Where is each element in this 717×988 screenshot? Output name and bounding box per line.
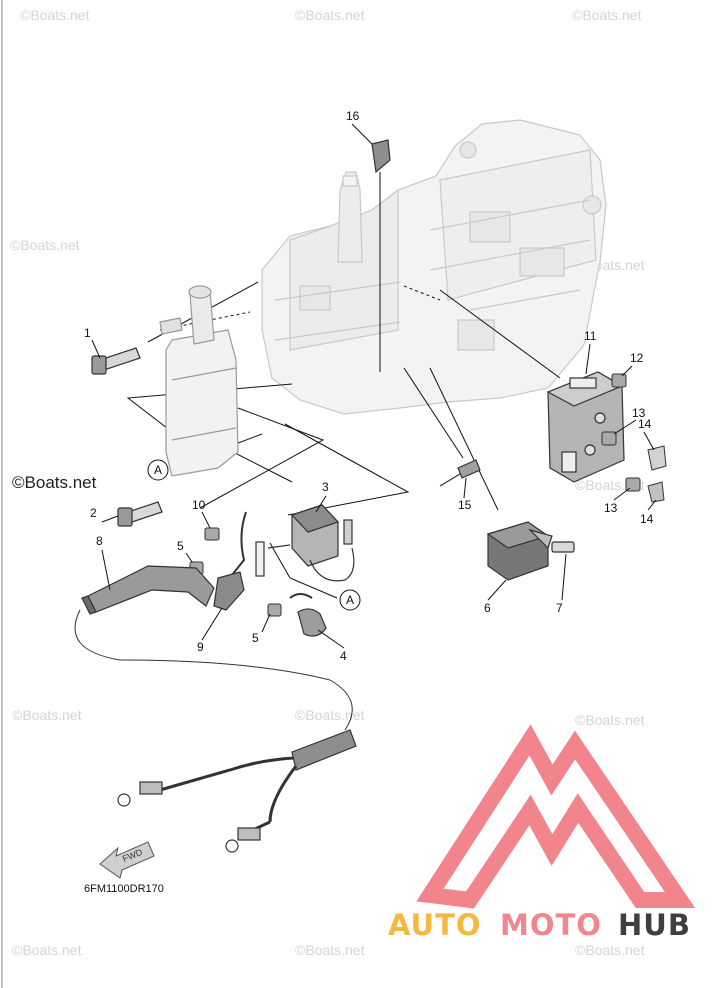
- bolt-1: [91, 347, 141, 375]
- callout-label: 13: [604, 501, 618, 515]
- callout-label: 9: [197, 640, 204, 654]
- brand-part-auto: AUTO: [388, 908, 482, 942]
- brand-wordmark: AUTO MOTO HUB: [388, 908, 691, 942]
- watermark-text-foreground: ©Boats.net: [12, 473, 97, 492]
- watermark-text: ©Boats.net: [575, 942, 645, 958]
- cdi-unit-11: [546, 371, 625, 483]
- brand-part-hub: HUB: [618, 908, 691, 942]
- callout-label: 7: [556, 601, 563, 615]
- callout-label: 3: [322, 480, 329, 494]
- screw-12: [611, 373, 627, 388]
- ground-cable-9: [213, 511, 265, 611]
- watermark-text: ©Boats.net: [20, 7, 90, 23]
- reference-marker-a-right: A: [339, 589, 361, 611]
- callout-leaders: [91, 123, 657, 649]
- engine-block: [261, 119, 607, 415]
- ignition-coil: [159, 285, 239, 477]
- watermark-text: ©Boats.net: [12, 707, 82, 723]
- battery-cable-8: [74, 565, 353, 731]
- connector-4: [289, 593, 327, 637]
- callout-label: 2: [90, 506, 97, 520]
- watermark-text: ©Boats.net: [295, 942, 365, 958]
- diagram-code: 6FM1100DR170: [84, 883, 164, 895]
- brand-part-moto: MOTO: [500, 908, 602, 942]
- callout-label: 5: [252, 631, 259, 645]
- screw-10: [204, 527, 220, 541]
- watermark-text: ©Boats.net: [572, 7, 642, 23]
- brand-logo: [416, 724, 696, 909]
- watermark-text: ©Boats.net: [575, 712, 645, 728]
- callout-label: 8: [96, 534, 103, 548]
- screw-13-upper: [601, 431, 617, 446]
- bolt-2: [117, 501, 163, 527]
- callout-label: 10: [192, 498, 206, 512]
- reference-marker-a-left: A: [147, 459, 169, 481]
- screw-13-lower: [625, 477, 641, 492]
- clamp-15: [439, 459, 481, 487]
- callout-labels: 1 2 3 4 5 5 6 7 8 9 10 11 12 13 13 14 14…: [84, 109, 654, 663]
- callout-label: 11: [584, 329, 597, 343]
- screw-5-lower: [267, 603, 282, 617]
- watermark-text: ©Boats.net: [295, 707, 365, 723]
- connector-16: [371, 139, 391, 180]
- relay-3: [267, 504, 355, 582]
- callout-label: 13: [632, 406, 646, 420]
- callout-label: 6: [484, 601, 491, 615]
- callout-label: 15: [458, 498, 472, 512]
- callout-label: 14: [638, 417, 652, 431]
- callout-label: 16: [346, 109, 360, 123]
- bolt-7: [551, 541, 575, 553]
- reference-marker-label: A: [154, 463, 162, 477]
- watermark-text: ©Boats.net: [10, 237, 80, 253]
- rectifier-6: [486, 521, 553, 581]
- grommet-14-lower: [647, 481, 665, 503]
- forward-arrow: FWD: [99, 841, 155, 879]
- callout-label: 14: [640, 512, 654, 526]
- battery-leads: [117, 729, 357, 853]
- callout-label: 5: [177, 539, 184, 553]
- callout-label: 12: [630, 351, 644, 365]
- reference-marker-label: A: [346, 593, 354, 607]
- callout-label: 4: [340, 649, 347, 663]
- watermark-text: ©Boats.net: [12, 942, 82, 958]
- callout-label: 1: [84, 326, 91, 340]
- watermark-text: ©Boats.net: [295, 7, 365, 23]
- grommet-14-upper: [647, 445, 667, 471]
